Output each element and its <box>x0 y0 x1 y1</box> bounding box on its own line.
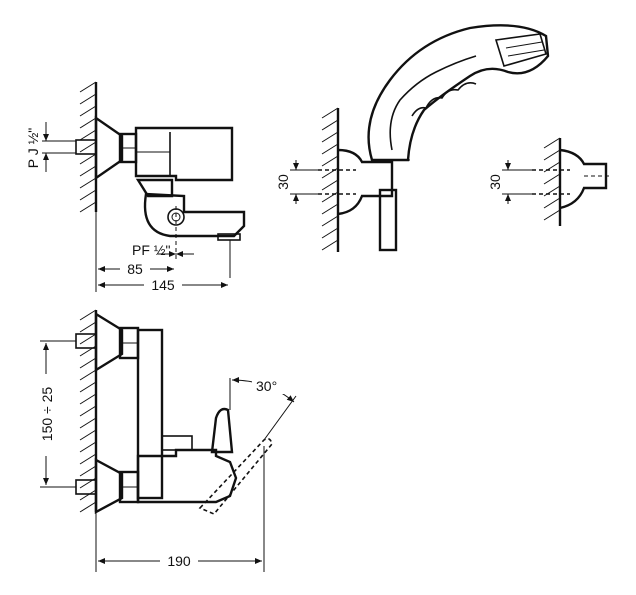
wall-hatching <box>79 81 97 213</box>
wall-bracket <box>559 148 608 210</box>
spout-outlet <box>217 233 241 241</box>
bracket-wall-hatching <box>543 137 561 221</box>
front-wall-hatching <box>79 309 97 513</box>
lower-mixer-body <box>136 448 238 504</box>
dim-190-label: 190 <box>167 553 191 569</box>
shower-handle-tube <box>378 188 398 252</box>
hand-shower <box>367 24 550 162</box>
lever-closed <box>210 407 234 454</box>
mixer-front-view: 30° 150 ÷ 25 190 <box>34 309 297 572</box>
mixer-body <box>134 126 234 182</box>
vertical-riser <box>136 328 164 500</box>
dim-150-25-label: 150 ÷ 25 <box>39 387 55 442</box>
shower-wall-hatching <box>321 107 339 251</box>
dim-30-shower-label: 30 <box>275 174 291 190</box>
dim-30-right-label: 30 <box>487 174 503 190</box>
pipe-end <box>75 139 97 155</box>
shower-holder <box>337 148 394 216</box>
lever-base <box>161 435 193 451</box>
pj-thread-label: P J ½" <box>25 128 41 169</box>
mixer-side-view: P J ½" PF ½" 85 145 <box>25 81 246 294</box>
shower-ribs <box>389 55 477 151</box>
dim-145-label: 145 <box>151 277 175 293</box>
angle-30-label: 30° <box>256 378 277 394</box>
dim-85-label: 85 <box>127 261 143 277</box>
lower-flange <box>94 457 124 515</box>
hand-shower-view: 30 <box>275 24 550 252</box>
shower-head <box>494 33 547 67</box>
upper-flange <box>94 311 124 373</box>
pf-thread-label: PF ½" <box>132 242 170 258</box>
wall-flange <box>94 115 124 181</box>
wall-bracket-view: 30 <box>487 137 612 226</box>
bath-spout <box>143 192 246 238</box>
